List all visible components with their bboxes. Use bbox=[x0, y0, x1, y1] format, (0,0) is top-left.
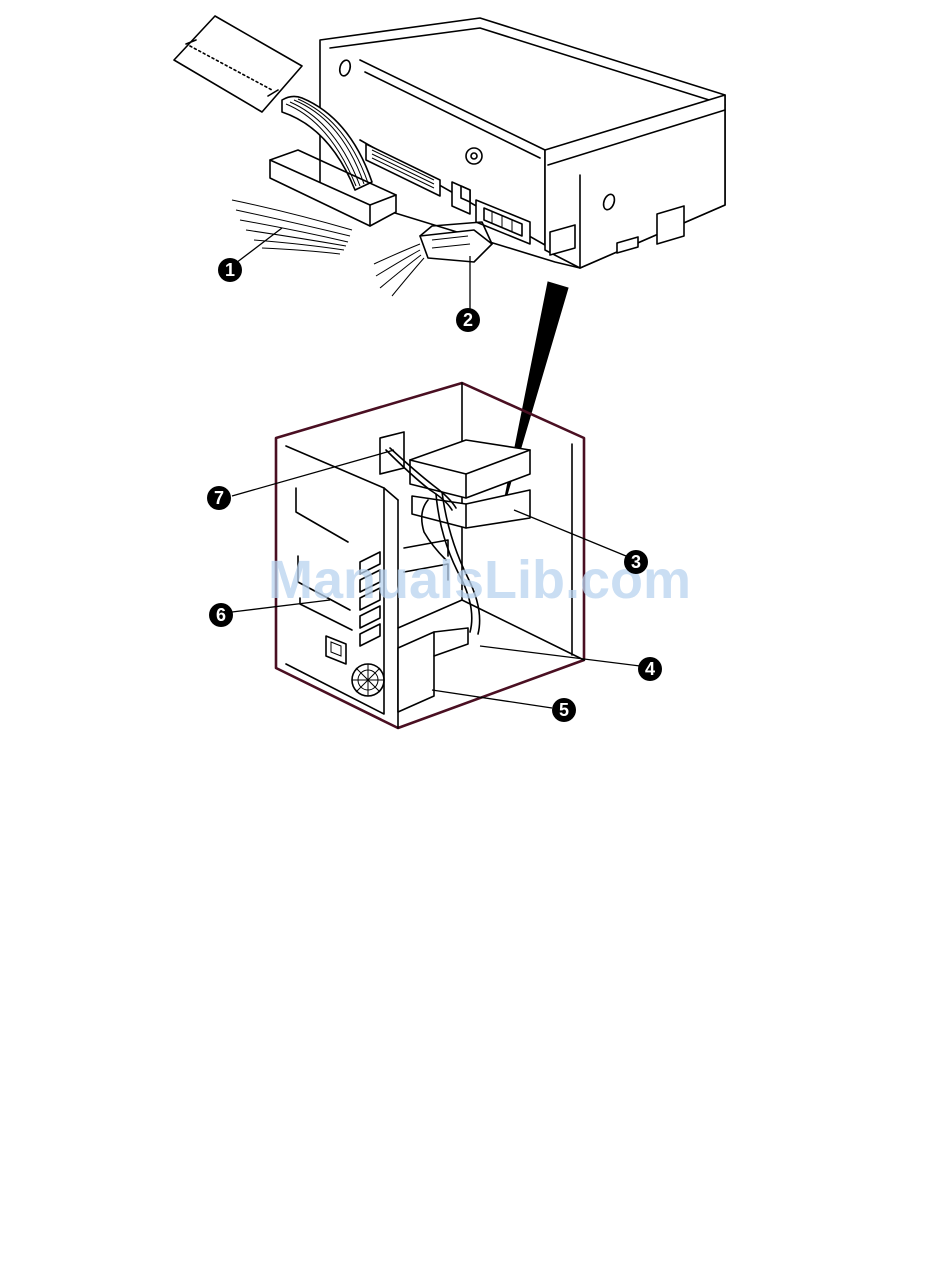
svg-text:6: 6 bbox=[216, 605, 226, 625]
svg-text:4: 4 bbox=[645, 659, 655, 679]
callout-3: 3 bbox=[624, 550, 648, 574]
svg-text:2: 2 bbox=[463, 310, 473, 330]
callout-4: 4 bbox=[638, 657, 662, 681]
callout-2: 2 bbox=[456, 308, 480, 332]
callout-7: 7 bbox=[207, 486, 231, 510]
callout-6: 6 bbox=[209, 603, 233, 627]
tape-drive-rear-view bbox=[320, 18, 725, 268]
svg-text:1: 1 bbox=[225, 260, 235, 280]
svg-text:3: 3 bbox=[631, 552, 641, 572]
callout-5: 5 bbox=[552, 698, 576, 722]
power-connector bbox=[374, 222, 492, 296]
callout-1: 1 bbox=[218, 258, 242, 282]
svg-text:5: 5 bbox=[559, 700, 569, 720]
svg-text:7: 7 bbox=[214, 488, 224, 508]
